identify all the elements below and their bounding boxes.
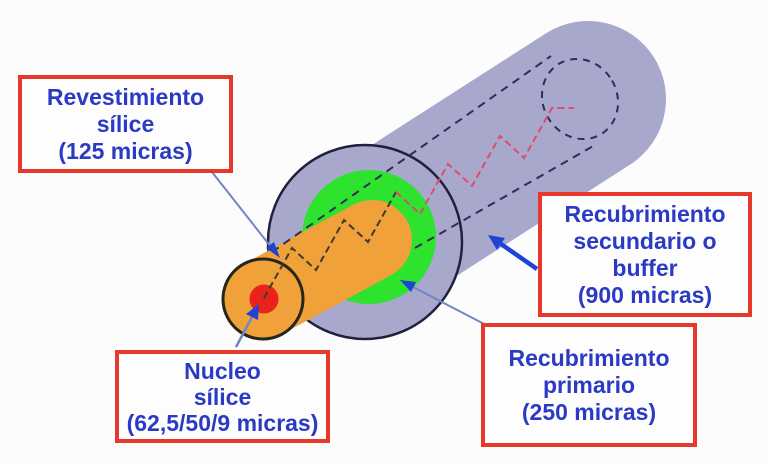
label-line: Nucleo [184, 357, 261, 384]
label-nucleo-silice: Nucleo sílice (62,5/50/9 micras) [115, 350, 330, 443]
label-line: (125 micras) [58, 137, 193, 164]
label-line: (62,5/50/9 micras) [126, 409, 319, 436]
primario-arrow-head [400, 280, 416, 292]
secundario-arrow-head [488, 235, 505, 250]
revestimiento-arrow-head [266, 242, 280, 258]
label-line: sílice [96, 110, 155, 137]
nucleo-arrow-line [234, 316, 254, 348]
label-revestimiento-silice: Revestimiento sílice (125 micras) [18, 75, 233, 173]
light-ray-zigzag-black [263, 191, 397, 299]
label-line: primario [542, 371, 636, 398]
hidden-edge-lower-dashed-line [414, 144, 596, 249]
revestimiento-arrow-line [211, 171, 272, 248]
label-line: buffer [612, 254, 678, 281]
primario-arrow-line [412, 286, 489, 327]
label-recubrimiento-primario: Recubrimiento primario (250 micras) [481, 323, 697, 447]
label-line: Recubrimiento [564, 200, 726, 227]
label-line: (900 micras) [577, 281, 713, 308]
label-line: Revestimiento [46, 83, 205, 110]
label-line: sílice [193, 383, 252, 410]
label-line: (250 micras) [521, 398, 657, 425]
label-recubrimiento-secundario: Recubrimiento secundario o buffer (900 m… [538, 192, 752, 317]
label-line: Recubrimiento [508, 344, 670, 371]
hidden-edge-upper-dashed-line [271, 55, 552, 253]
far-end-core-dashed-ellipse [540, 57, 620, 141]
secundario-arrow-line [499, 242, 539, 271]
nucleo-arrow-head [246, 304, 259, 320]
label-line: secundario o [573, 227, 717, 254]
